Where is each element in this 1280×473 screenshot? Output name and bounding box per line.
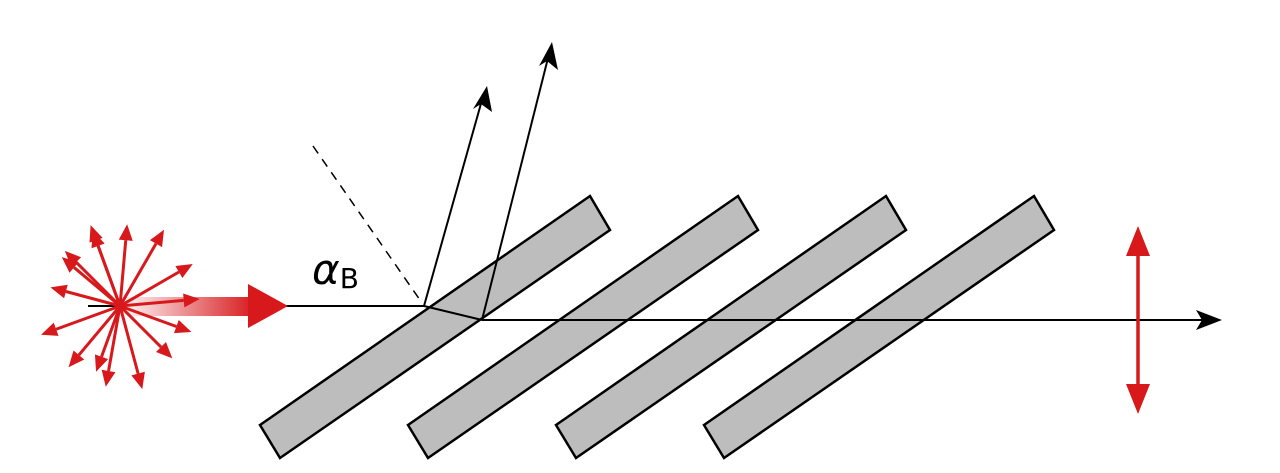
reflected-ray-second-arrow-icon [539, 42, 558, 70]
angle-symbol: α [312, 245, 340, 294]
transmitted-ray-arrow-icon [1196, 310, 1222, 330]
double-headed-arrow-icon [1126, 226, 1150, 414]
brewster-angle-label: αB [312, 245, 359, 295]
starburst-arrows-icon [41, 224, 200, 390]
glass-plate [702, 194, 1056, 460]
glass-plate [554, 194, 908, 460]
reflected-ray-first-arrow-icon [473, 86, 492, 112]
glass-plate [406, 194, 760, 460]
glass-plate [258, 194, 612, 460]
refracted-ray-inside-plate [423, 305, 483, 321]
reflected-ray-first-surface [423, 99, 483, 307]
glass-plates [258, 194, 1056, 460]
gradient-arrow-icon [118, 284, 288, 328]
reflected-ray-second-surface [481, 57, 549, 321]
angle-subscript: B [340, 262, 359, 295]
